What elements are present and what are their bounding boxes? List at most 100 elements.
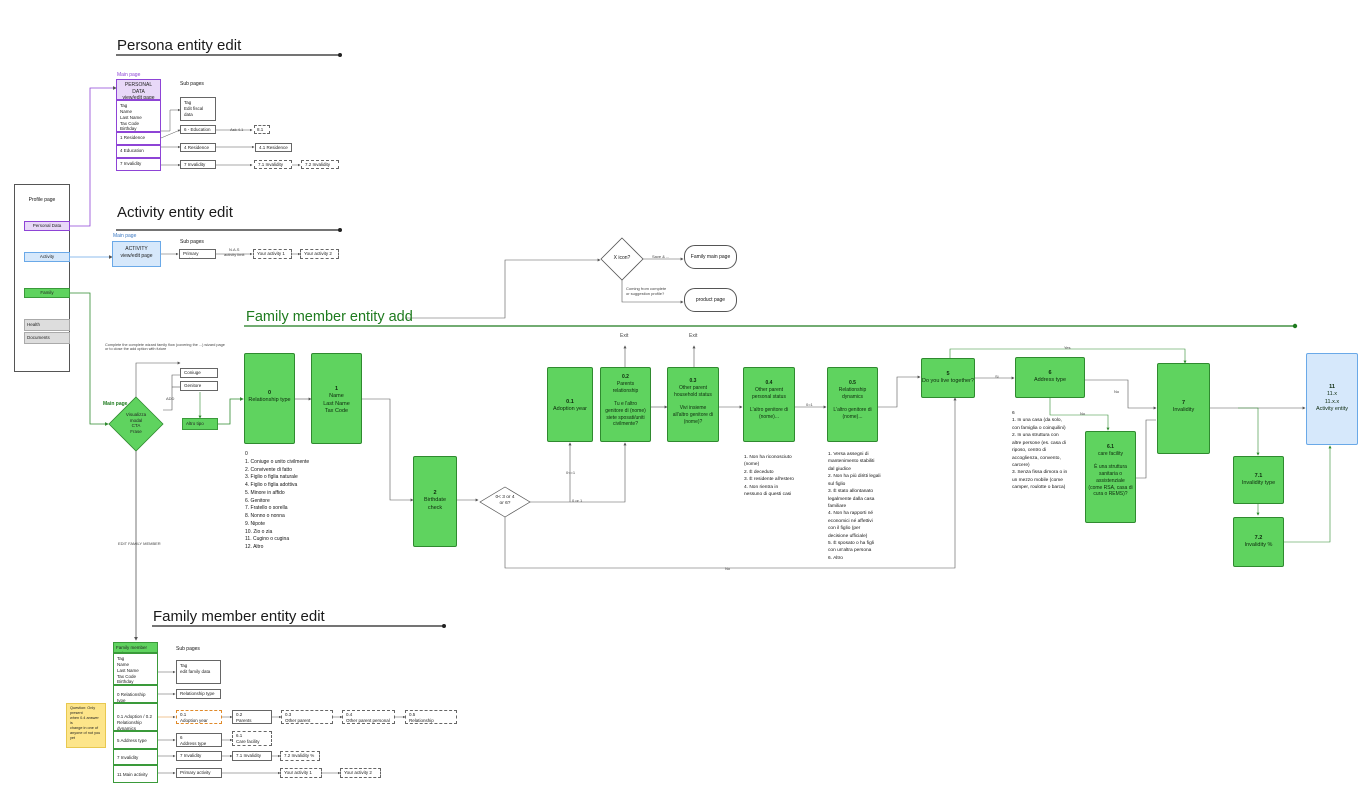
persona-main-label: Main page: [117, 72, 141, 78]
family-edit-sub-relationship[interactable]: Relationship type: [176, 689, 221, 699]
profile-activity-button[interactable]: Activity: [24, 252, 70, 262]
exit-label-1: Exit: [620, 333, 629, 339]
family-main-diamond[interactable]: Visualizza modal CTA Frase: [125, 412, 147, 434]
family-option-coniuge[interactable]: Coniuge: [180, 368, 218, 378]
family-edit-sticky-note: Question: Only present when 0.4 answer i…: [66, 703, 106, 748]
family-edit-fields: Tag Name Last Name Tax Code Birthday: [113, 653, 158, 685]
family-edit-chain-personal[interactable]: 0.4 Other parent personal status: [342, 710, 395, 724]
family-edit-row-address[interactable]: 5 Address type: [113, 731, 158, 749]
family-edit-main-box[interactable]: Family member entity ...: [113, 642, 158, 653]
family-edit-sub-address[interactable]: 6 Address type: [176, 733, 222, 747]
activity-main-label: Main page: [113, 233, 137, 239]
persona-sub-top[interactable]: Tag Edit fiscal data: [180, 97, 216, 121]
activity-sub-label: Sub pages: [180, 239, 204, 245]
persona-sub-invalidity-pct[interactable]: 7.2 Invalidity %: [301, 160, 339, 169]
family-edit-your-activity-1[interactable]: Your activity 1: [280, 768, 322, 778]
edge-label-no-care: No: [1080, 411, 1086, 416]
exit-label-2: Exit: [689, 333, 698, 339]
family-edit-label: EDIT FAMILY MEMBER: [118, 541, 161, 546]
family-edit-your-activity-2[interactable]: Your activity 2: [340, 768, 381, 778]
family-edit-care-facility[interactable]: 6.1 Care facility: [232, 731, 272, 746]
family-edit-invalidity-pct[interactable]: 7.2 Invalidity %: [280, 751, 320, 761]
family-edit-row-relationship[interactable]: 0 Relationship type: [113, 685, 158, 703]
persona-sub-education[interactable]: 6 - Education: [180, 125, 216, 134]
activity-sub-your-2[interactable]: Your activity 2: [300, 249, 339, 259]
edge-label-le1: 0<=1: [566, 470, 576, 475]
family-edit-chain-parents[interactable]: 0.2 Parents relationship: [232, 710, 272, 724]
persona-sub-invalidity-type[interactable]: 7.1 Invalidity type: [254, 160, 292, 169]
family-edit-sub-invalidity[interactable]: 7 Invalidity: [176, 751, 222, 761]
family-add-section-title: Family member entity add: [246, 309, 413, 325]
persona-main-row-invalidity[interactable]: 7 Invalidity: [116, 158, 161, 171]
persona-sub-invalidity[interactable]: 7 Invalidity: [180, 160, 216, 169]
relationship-options-list: 0 1. Coniuge o unito civilmente 2. Convi…: [245, 451, 310, 550]
profile-documents-item[interactable]: Documents: [24, 332, 70, 344]
persona-sub-label: Sub pages: [180, 81, 204, 87]
activity-section-title: Activity entity edit: [117, 204, 233, 221]
edge-label-no-right: No: [1114, 389, 1120, 394]
family-edit-section-title: Family member entity edit: [153, 608, 325, 625]
family-top-note: Complete the complete wizard family flow…: [105, 343, 225, 351]
family-main-page-node[interactable]: Family main page: [684, 245, 737, 269]
family-edit-sub-top[interactable]: Tag edit family data: [176, 660, 221, 684]
activity-main-box[interactable]: ACTIVITY view/edit page: [112, 241, 161, 267]
activity-sub-your-1[interactable]: Your activity 1: [253, 249, 292, 259]
family-edit-chain-household[interactable]: 0.3 Other parent household status: [281, 710, 333, 724]
persona-main-box[interactable]: PERSONAL DATA view/edit page: [116, 79, 161, 100]
edge-label-yes: Yes: [1064, 345, 1071, 350]
persona-sub-residence-city[interactable]: 4.1 Residence City: [255, 143, 292, 152]
family-edit-sub-label: Sub pages: [176, 646, 200, 652]
profile-family-button[interactable]: Family: [24, 288, 70, 298]
persona-main-row-residence[interactable]: 1 Residence: [116, 132, 161, 145]
family-option-genitore[interactable]: Genitore: [180, 381, 218, 391]
edge-label-no-bottom: No: [725, 566, 731, 571]
persona-sub-input[interactable]: 8.1 Input: [254, 125, 270, 134]
dynamics-options-list: 1. Versa assegni di mantenimento stabili…: [828, 452, 881, 561]
address-options-list: 6 1. In una casa (da solo, con famiglia …: [1012, 411, 1068, 491]
family-edit-row-activity[interactable]: 11 Main activity: [113, 765, 158, 783]
profile-personal-data-button[interactable]: Personal Data: [24, 221, 70, 231]
decision-yes-label: Save & ...: [652, 254, 670, 259]
family-edit-row-adoption[interactable]: 0.1 Adoption / 0.2 Relationship dynamics: [113, 703, 158, 731]
profile-health-item[interactable]: Health: [24, 319, 70, 331]
family-option-altro[interactable]: Altro tipo: [182, 418, 218, 430]
persona-main-row-education[interactable]: 4 Education: [116, 145, 161, 158]
family-edit-sub-adoption[interactable]: 0.1 Adoption year: [176, 710, 222, 724]
family-add-label: ADD: [166, 396, 175, 401]
age-diamond: 0< 3 or 4 or 6?: [495, 495, 515, 506]
family-edit-row-invalidity[interactable]: 7 Invalidity: [113, 749, 158, 765]
persona-sub-residence-country[interactable]: 4 Residence Country: [180, 143, 216, 152]
persona-arrow-label: Ask 4.1: [230, 127, 244, 132]
product-page-node[interactable]: product page: [684, 288, 737, 312]
other-parent-options-list: 1. Non ha riconosciuto (nome) 2. È deced…: [744, 455, 794, 498]
activity-arrow-label: N.A.S activity limit: [224, 247, 245, 257]
family-edit-sub-primary-activity[interactable]: Primary activity: [176, 768, 222, 778]
family-edit-chain-dynamics[interactable]: 0.5 Relationship dynamics: [405, 710, 457, 724]
edge-label-0or1: 0 or 1: [572, 498, 583, 503]
x-icon-decision: X icon?: [613, 255, 631, 261]
decision-no-label: Coming from complete or suggestion profi…: [626, 286, 667, 296]
edge-label-eq1: 0=1: [806, 402, 813, 407]
persona-main-fields: Tag Name Last Name Tax Code Birthday: [116, 100, 161, 132]
persona-section-title: Persona entity edit: [117, 37, 242, 54]
family-edit-invalidity-type[interactable]: 7.1 Invalidity type: [232, 751, 272, 761]
edge-label-si: Si: [995, 374, 999, 379]
activity-sub-primary[interactable]: Primary activity: [179, 249, 216, 259]
profile-page-title: Profile page: [28, 197, 56, 203]
